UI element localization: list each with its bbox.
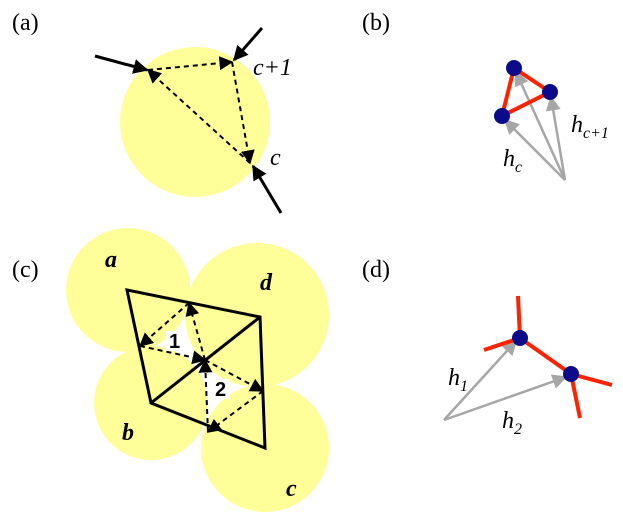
vector-h-top — [514, 70, 567, 181]
site-label-c: c — [286, 476, 297, 502]
label-c-plus-1: c+1 — [253, 55, 292, 81]
node-left — [494, 108, 510, 124]
site-label-d: d — [260, 270, 273, 296]
site-label-b: b — [122, 420, 134, 446]
dashed-t2-c — [198, 358, 213, 433]
panel-d: (d) h1 h2 — [362, 257, 613, 438]
panel-d-tag: (d) — [362, 257, 390, 283]
dashed-edge-right — [231, 61, 255, 165]
bond-top-left — [500, 67, 516, 117]
incoming-arrow-top — [232, 27, 264, 62]
panel-a: (a) c+1 c — [12, 10, 292, 214]
label-h-c-plus-1: hc+1 — [571, 112, 609, 142]
vector-h2 — [443, 374, 568, 422]
vector-h1 — [443, 339, 518, 421]
disk-a — [120, 47, 270, 197]
panel-c: (c) 1 2 a d b c — [12, 228, 329, 512]
tri1-label-bg — [166, 331, 184, 351]
dashed-t1-c — [185, 301, 206, 361]
label-h2: h2 — [502, 408, 522, 438]
vector-h-c — [503, 118, 566, 181]
node-right — [542, 84, 558, 100]
site-label-a: a — [105, 247, 117, 273]
panel-b: (b) hc+1 hc — [362, 10, 609, 181]
vector-h-c-plus-1 — [545, 95, 567, 181]
triangle-label-1: 1 — [169, 331, 180, 353]
label-h1: h1 — [448, 365, 468, 395]
node-2 — [563, 366, 579, 382]
outer-quad — [125, 288, 267, 451]
dashed-t1-b — [139, 345, 207, 365]
bond-bottom — [501, 90, 551, 118]
incoming-arrow-bottom — [251, 164, 283, 214]
dashed-t2-a — [204, 359, 265, 392]
panel-c-tag: (c) — [12, 257, 39, 283]
node-1 — [512, 330, 528, 346]
node-top — [506, 60, 522, 76]
label-c: c — [270, 145, 281, 171]
dashed-t1-a — [138, 302, 190, 347]
bond-node1-node2 — [518, 336, 573, 376]
triangle-label-2: 2 — [215, 379, 226, 401]
dashed-t2-b — [206, 390, 264, 433]
tri2-label-bg — [212, 379, 230, 399]
incoming-arrow-left — [94, 54, 149, 74]
label-h-c: hc — [503, 146, 522, 176]
panel-b-tag: (b) — [362, 10, 390, 36]
panel-a-tag: (a) — [12, 10, 39, 36]
